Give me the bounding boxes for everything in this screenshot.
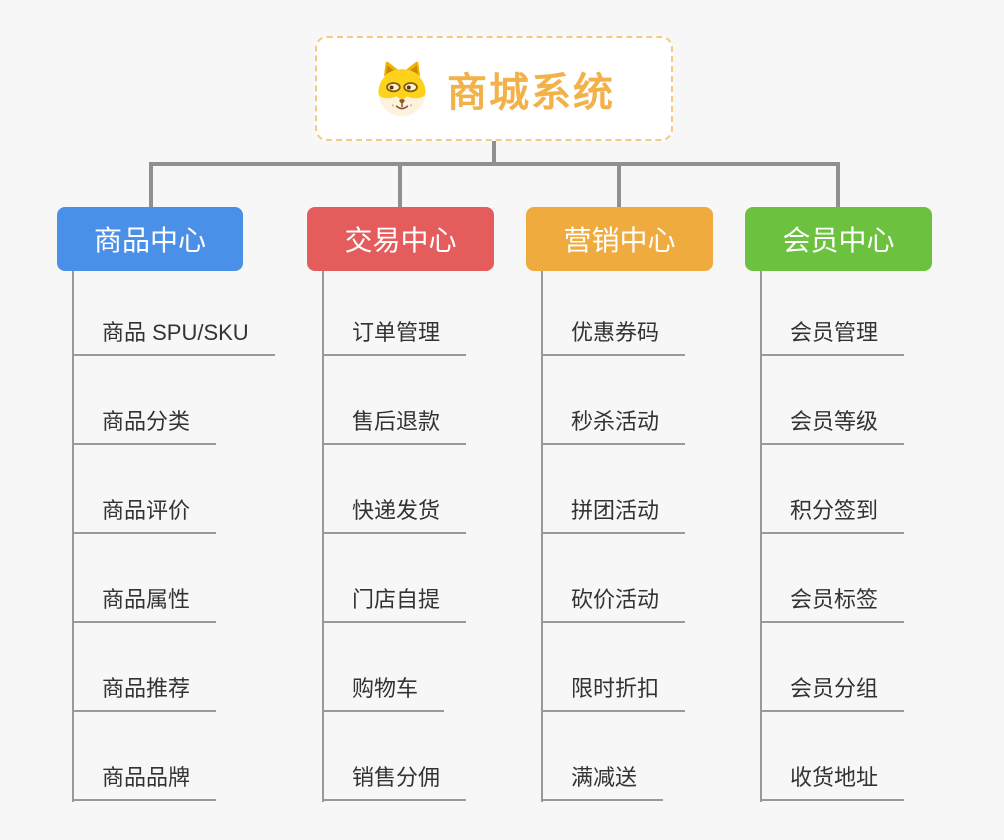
leaf-node[interactable]: 收货地址 [760, 712, 905, 801]
leaf-node[interactable]: 优惠券码 [541, 271, 686, 356]
connector-bus [149, 162, 840, 166]
branch-node-product-center[interactable]: 商品中心 [57, 207, 243, 271]
leaf-node[interactable]: 满减送 [541, 712, 664, 801]
leaf-node[interactable]: 商品品牌 [72, 712, 217, 801]
leaf-node[interactable]: 会员标签 [760, 534, 905, 623]
leaf-node[interactable]: 拼团活动 [541, 445, 686, 534]
branch-line-trade-center [322, 271, 324, 802]
leaf-node[interactable]: 会员分组 [760, 623, 905, 712]
root-node-mall-system[interactable]: 商城系统 [315, 36, 673, 141]
branch-node-marketing-center[interactable]: 营销中心 [526, 207, 713, 271]
branch-items-product-center: 商品 SPU/SKU 商品分类 商品评价 商品属性 商品推荐 商品品牌 [72, 271, 275, 801]
leaf-node[interactable]: 销售分佣 [322, 712, 467, 801]
leaf-node[interactable]: 砍价活动 [541, 534, 686, 623]
branch-node-member-center[interactable]: 会员中心 [745, 207, 932, 271]
leaf-node[interactable]: 订单管理 [322, 271, 467, 356]
leaf-node[interactable]: 商品评价 [72, 445, 217, 534]
leaf-node[interactable]: 售后退款 [322, 356, 467, 445]
leaf-node[interactable]: 会员管理 [760, 271, 905, 356]
doge-icon [378, 61, 426, 116]
branch-node-trade-center[interactable]: 交易中心 [307, 207, 494, 271]
branch-items-marketing-center: 优惠券码 秒杀活动 拼团活动 砍价活动 限时折扣 满减送 [541, 271, 686, 801]
leaf-node[interactable]: 商品属性 [72, 534, 217, 623]
leaf-node[interactable]: 秒杀活动 [541, 356, 686, 445]
connector-drop-3 [617, 165, 621, 208]
connector-drop-4 [836, 165, 840, 208]
leaf-node[interactable]: 商品分类 [72, 356, 217, 445]
branch-line-product-center [72, 271, 74, 802]
branch-line-member-center [760, 271, 762, 802]
leaf-node[interactable]: 商品推荐 [72, 623, 217, 712]
leaf-node[interactable]: 会员等级 [760, 356, 905, 445]
branch-line-marketing-center [541, 271, 543, 802]
connector-drop-1 [149, 165, 153, 208]
leaf-node[interactable]: 积分签到 [760, 445, 905, 534]
leaf-node[interactable]: 限时折扣 [541, 623, 686, 712]
root-title: 商城系统 [447, 70, 615, 115]
leaf-node[interactable]: 门店自提 [322, 534, 467, 623]
connector-root-stem [492, 141, 496, 163]
leaf-node[interactable]: 快递发货 [322, 445, 467, 534]
branch-items-trade-center: 订单管理 售后退款 快递发货 门店自提 购物车 销售分佣 [322, 271, 467, 801]
leaf-node[interactable]: 商品 SPU/SKU [72, 271, 275, 356]
branch-items-member-center: 会员管理 会员等级 积分签到 会员标签 会员分组 收货地址 [760, 271, 905, 801]
connector-drop-2 [398, 165, 402, 208]
leaf-node[interactable]: 购物车 [322, 623, 445, 712]
